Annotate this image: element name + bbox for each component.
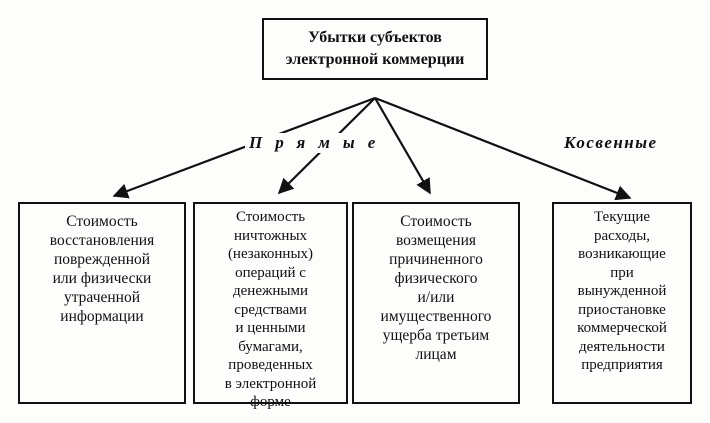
root-title: Убытки субъектов электронной коммерции <box>285 29 465 68</box>
box-current-expenses-text: Текущие расходы, возникающие при вынужде… <box>577 209 667 373</box>
label-indirect: Косвенные <box>560 133 662 153</box>
box-void-operations-cost: Стоимость ничтожных (незаконных) операци… <box>193 202 348 410</box>
arrow-to-box-3 <box>374 97 431 195</box>
label-direct: Прямые <box>245 133 393 153</box>
box-void-operations-cost-text: Стоимость ничтожных (незаконных) операци… <box>224 209 317 410</box>
box-current-expenses: Текущие расходы, возникающие при вынужде… <box>552 202 692 404</box>
box-damage-compensation-cost-text: Стоимость возмещения причиненного физиче… <box>380 213 492 363</box>
box-restoration-cost-text: Стоимость восстановления поврежденной ил… <box>49 213 155 325</box>
root-box: Убытки субъектов электронной коммерции <box>262 18 488 80</box>
arrow-to-box-4 <box>374 96 632 201</box>
box-damage-compensation-cost: Стоимость возмещения причиненного физиче… <box>352 202 520 404</box>
box-restoration-cost: Стоимость восстановления поврежденной ил… <box>18 202 186 404</box>
arrow-to-box-1 <box>112 96 376 199</box>
